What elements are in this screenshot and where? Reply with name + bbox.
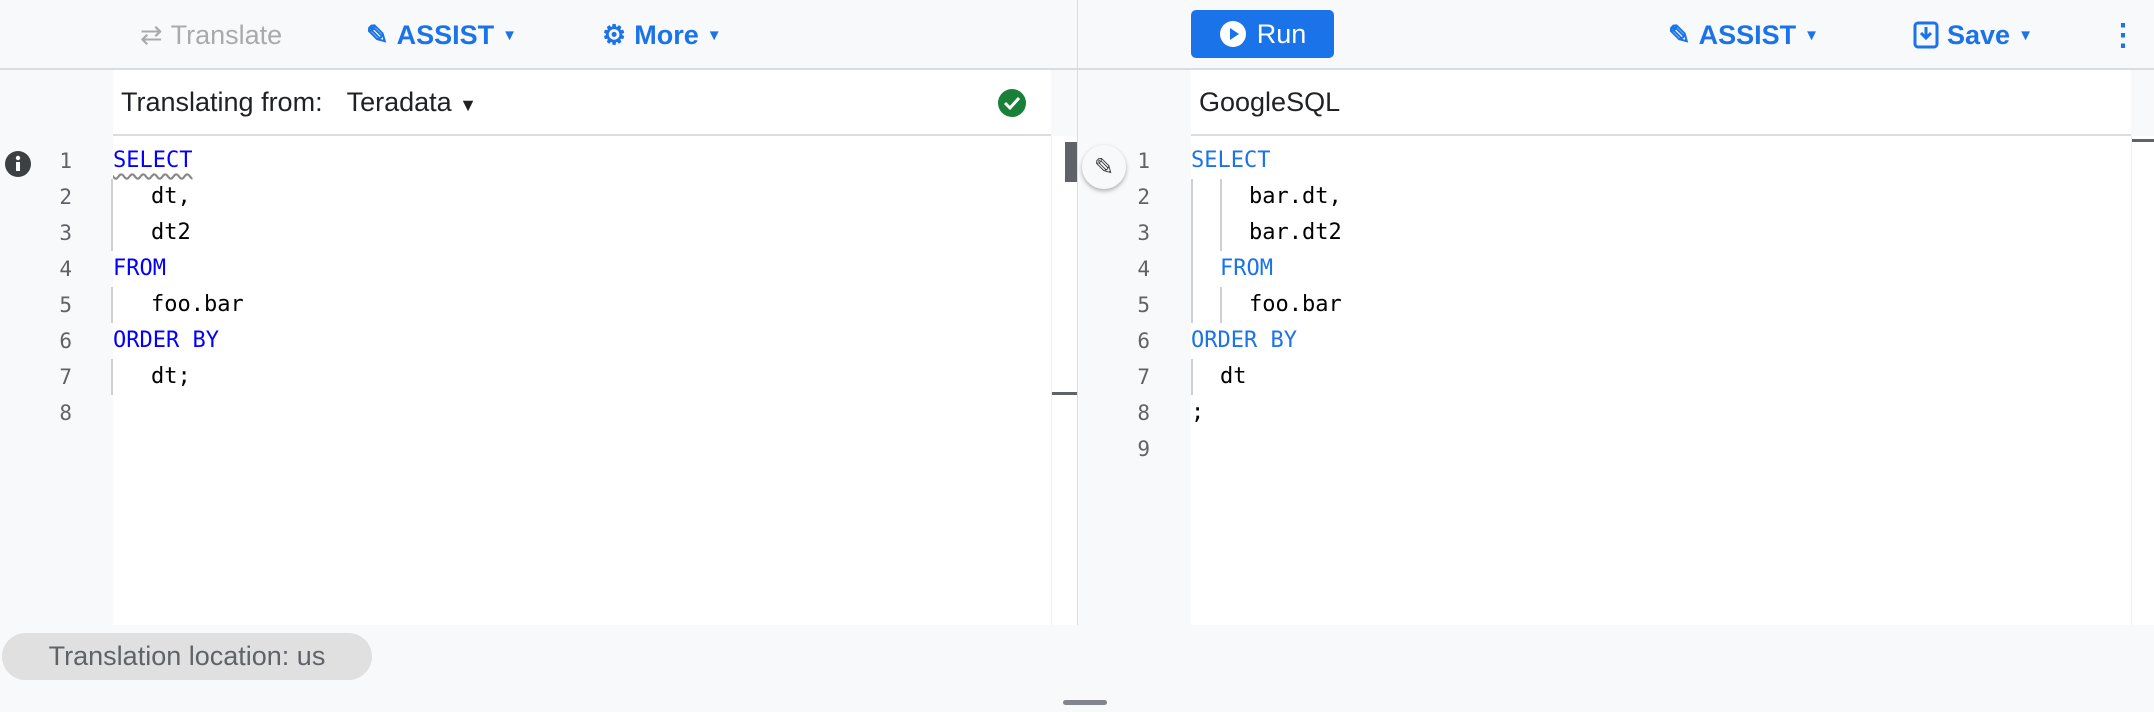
code-line: SELECT bbox=[113, 148, 193, 173]
indent-guide bbox=[1191, 287, 1193, 323]
run-button[interactable]: Run bbox=[1191, 10, 1334, 58]
line-number: 7 bbox=[59, 365, 72, 389]
line-number: 2 bbox=[1137, 185, 1150, 209]
indent-guide bbox=[111, 179, 113, 215]
code-line: dt2 bbox=[151, 220, 191, 245]
target-dialect-header: GoogleSQL bbox=[1191, 70, 2131, 136]
code-line: dt bbox=[1220, 364, 1247, 389]
code-line: bar.dt2 bbox=[1249, 220, 1342, 245]
source-dialect-header: Translating from: Teradata ▼ bbox=[113, 70, 1051, 136]
code-line: foo.bar bbox=[1249, 292, 1342, 317]
line-number: 3 bbox=[1137, 221, 1150, 245]
code-line: ORDER BY bbox=[1191, 328, 1297, 353]
line-number: 9 bbox=[1137, 437, 1150, 461]
indent-guide bbox=[111, 215, 113, 251]
line-number: 5 bbox=[1137, 293, 1150, 317]
caret-down-icon: ▼ bbox=[459, 94, 477, 115]
caret-down-icon: ▼ bbox=[706, 26, 722, 44]
code-line: ; bbox=[1191, 400, 1205, 425]
caret-down-icon: ▼ bbox=[2018, 26, 2033, 44]
indent-guide bbox=[1220, 215, 1222, 251]
magic-pen-icon: ✎ bbox=[1668, 19, 1691, 50]
play-icon bbox=[1219, 21, 1246, 47]
indent-guide bbox=[1191, 215, 1193, 251]
magic-pen-icon[interactable]: ✎ bbox=[1082, 145, 1126, 189]
check-circle-icon bbox=[998, 89, 1026, 117]
code-line: SELECT bbox=[1191, 148, 1271, 173]
more-options-icon[interactable]: ⋮ bbox=[2108, 18, 2138, 52]
code-line: FROM bbox=[113, 256, 166, 281]
indent-guide bbox=[1191, 359, 1193, 395]
indent-guide bbox=[111, 287, 113, 323]
line-number: 6 bbox=[59, 329, 72, 353]
line-number: 4 bbox=[1137, 257, 1150, 281]
code-line: dt; bbox=[151, 364, 191, 389]
code-line: foo.bar bbox=[151, 292, 244, 317]
save-button[interactable]: Save ▼ bbox=[1913, 16, 2033, 54]
indent-guide bbox=[1191, 251, 1193, 287]
gear-icon: ⚙ bbox=[602, 19, 627, 50]
line-number: 7 bbox=[1137, 365, 1150, 389]
translation-location-chip[interactable]: Translation location: us bbox=[2, 633, 372, 680]
indent-guide bbox=[1191, 179, 1193, 215]
magic-pen-icon: ✎ bbox=[366, 19, 389, 50]
code-line: FROM bbox=[1220, 256, 1273, 281]
target-toolbar: Run ✎ ASSIST ▼ Save ▼ ⋮ bbox=[1077, 0, 2154, 70]
caret-down-icon: ▼ bbox=[502, 26, 518, 44]
code-line: ORDER BY bbox=[113, 328, 219, 353]
translate-button[interactable]: ⇄ Translate bbox=[140, 19, 283, 50]
indent-guide bbox=[111, 359, 113, 395]
code-line: dt, bbox=[151, 184, 191, 209]
indent-guide bbox=[1220, 179, 1222, 215]
line-number: 5 bbox=[59, 293, 72, 317]
line-number: 4 bbox=[59, 257, 72, 281]
info-icon[interactable] bbox=[4, 150, 32, 178]
source-toolbar: ⇄ Translate ✎ ASSIST ▼ ⚙ More ▼ bbox=[0, 0, 1077, 70]
line-number: 6 bbox=[1137, 329, 1150, 353]
line-number: 1 bbox=[59, 149, 72, 173]
target-scrollbar[interactable] bbox=[2131, 136, 2154, 625]
code-line: bar.dt, bbox=[1249, 184, 1342, 209]
source-scrollbar[interactable] bbox=[1051, 136, 1078, 625]
source-dialect-select[interactable]: Teradata ▼ bbox=[346, 86, 477, 117]
line-number: 8 bbox=[1137, 401, 1150, 425]
caret-down-icon: ▼ bbox=[1804, 26, 1820, 44]
indent-guide bbox=[1220, 287, 1222, 323]
assist-button-left[interactable]: ✎ ASSIST ▼ bbox=[366, 19, 518, 50]
pane-divider[interactable] bbox=[1077, 70, 1078, 625]
line-number: 1 bbox=[1137, 149, 1150, 173]
target-editor[interactable] bbox=[1191, 136, 2131, 625]
more-button[interactable]: ⚙ More ▼ bbox=[602, 19, 722, 50]
save-icon bbox=[1913, 21, 1939, 49]
line-number: 2 bbox=[59, 185, 72, 209]
line-number: 3 bbox=[59, 221, 72, 245]
assist-button-right[interactable]: ✎ ASSIST ▼ bbox=[1668, 19, 1820, 50]
resize-handle[interactable] bbox=[1063, 700, 1107, 705]
swap-icon: ⇄ bbox=[140, 19, 163, 50]
source-editor[interactable] bbox=[113, 136, 1051, 625]
line-number: 8 bbox=[59, 401, 72, 425]
